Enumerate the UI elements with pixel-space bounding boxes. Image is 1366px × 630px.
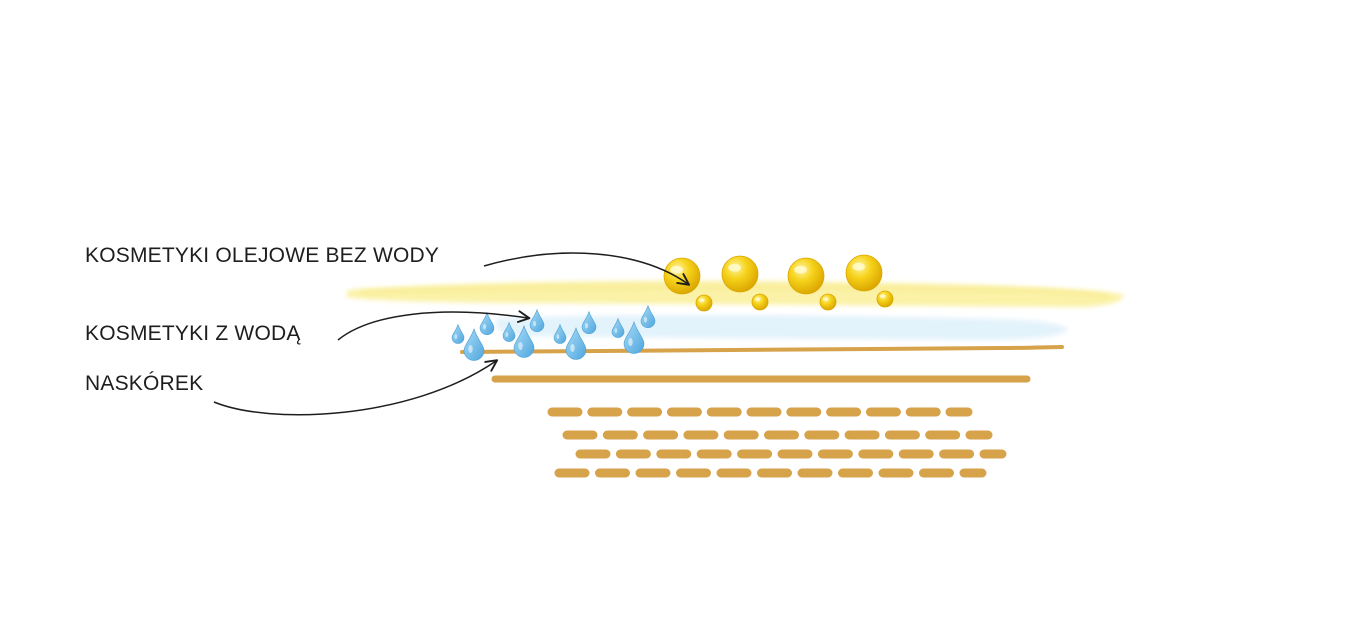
water-drop-icon	[640, 304, 656, 329]
oil-drop-highlight	[670, 265, 683, 274]
water-drop-highlight	[585, 322, 589, 329]
water-cosmetics-label: KOSMETYKI Z WODĄ	[85, 322, 301, 345]
water-drop-highlight	[533, 320, 537, 327]
water-drop-highlight	[505, 332, 509, 337]
water-drop-icon	[553, 323, 567, 344]
oil-drop-highlight	[879, 294, 886, 298]
water-arrow-icon	[337, 310, 531, 341]
water-drop-icon	[529, 308, 545, 333]
skin-arrow-icon	[213, 359, 499, 416]
water-drop-icon	[513, 325, 535, 358]
oil-drop-highlight	[728, 263, 741, 272]
water-drop-icon	[479, 311, 495, 336]
oil-cosmetics-label: KOSMETYKI OLEJOWE BEZ WODY	[85, 244, 440, 267]
oil-drop-highlight	[698, 298, 705, 302]
oil-drop-highlight	[754, 297, 761, 301]
water-drop-icon	[581, 310, 597, 335]
oil-drop-icon	[819, 293, 837, 311]
oil-drop-icon	[845, 254, 883, 292]
oil-drop-highlight	[852, 262, 865, 271]
epidermis	[460, 345, 1064, 383]
water-drop-icon	[502, 321, 516, 342]
oil-drops	[663, 254, 894, 312]
water-drop-highlight	[644, 316, 648, 323]
oil-drop-icon	[721, 255, 759, 293]
water-drop-highlight	[570, 344, 575, 352]
water-drop-icon	[463, 328, 485, 361]
water-drop-highlight	[454, 334, 458, 339]
oil-layer	[346, 280, 1124, 307]
epidermis-label: NASKÓREK	[85, 372, 204, 395]
water-drop-highlight	[518, 342, 523, 350]
water-drops	[451, 304, 656, 361]
oil-drop-highlight	[794, 265, 807, 274]
oil-arrow-icon	[483, 252, 691, 286]
oil-drop-icon	[876, 290, 894, 308]
oil-drop-icon	[695, 294, 713, 312]
water-drop-highlight	[468, 345, 473, 353]
water-drop-highlight	[614, 328, 618, 333]
water-drop-icon	[611, 317, 625, 338]
oil-drop-icon	[751, 293, 769, 311]
water-drop-icon	[451, 323, 465, 344]
skin-cells	[547, 407, 1007, 478]
water-layer	[495, 315, 1068, 340]
water-drop-highlight	[556, 334, 560, 339]
water-drop-highlight	[628, 338, 633, 346]
water-drop-highlight	[483, 323, 487, 330]
oil-drop-icon	[787, 257, 825, 295]
oil-drop-highlight	[822, 297, 829, 301]
water-drop-icon	[565, 327, 587, 360]
oil-drop-icon	[663, 257, 701, 295]
water-drop-icon	[623, 321, 645, 354]
